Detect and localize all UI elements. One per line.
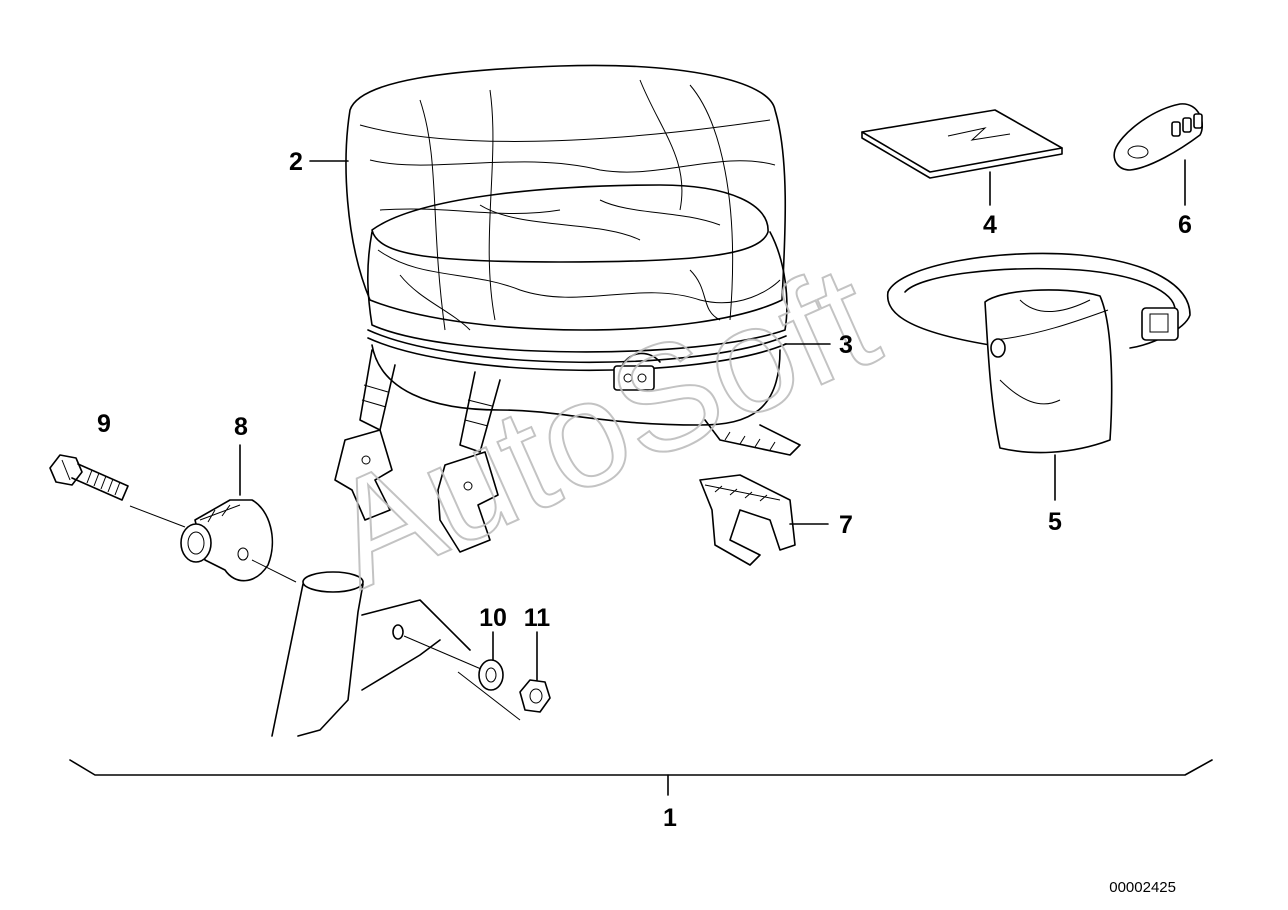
callout-10: 10	[479, 604, 507, 632]
leader-lines	[69, 159, 1213, 796]
callout-8: 8	[234, 413, 248, 441]
instruction-booklet	[861, 109, 1063, 179]
mounting-clamp	[180, 499, 297, 583]
callout-2: 2	[289, 148, 303, 176]
callout-6: 6	[1178, 211, 1192, 239]
callout-1: 1	[663, 804, 677, 832]
washer	[478, 659, 504, 691]
hex-bolt	[49, 454, 186, 528]
frame-tube	[271, 571, 521, 737]
hex-nut	[519, 679, 551, 713]
fastening-clip	[699, 474, 796, 566]
callout-3: 3	[839, 331, 853, 359]
callout-9: 9	[97, 410, 111, 438]
callout-7: 7	[839, 511, 853, 539]
watermark-text: AutoSoft	[305, 232, 899, 620]
callout-4: 4	[983, 211, 997, 239]
belt-with-pouch	[886, 252, 1191, 454]
callout-5: 5	[1048, 508, 1062, 536]
callout-11: 11	[524, 604, 551, 632]
document-number: 00002425	[1109, 879, 1176, 896]
tank-bag	[334, 184, 801, 553]
tank-bag-rain-cover	[345, 64, 787, 331]
key-fob	[1113, 103, 1204, 171]
